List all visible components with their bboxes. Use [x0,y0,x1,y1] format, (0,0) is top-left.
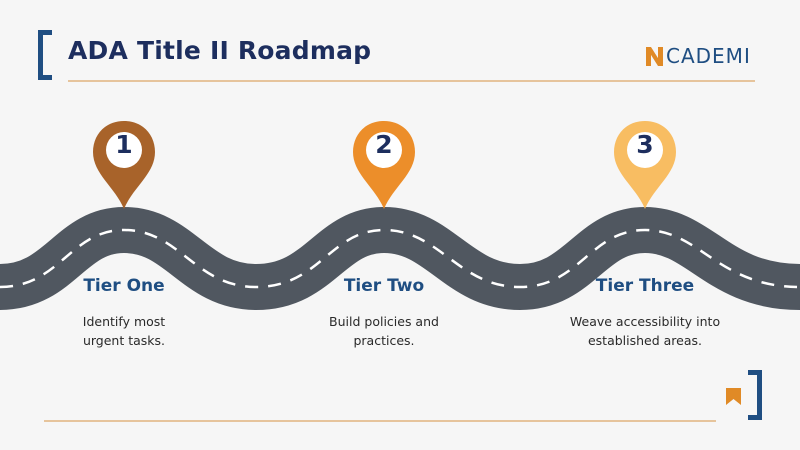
bookmark-icon [726,388,741,405]
tier-two-pin: 2 [351,119,417,211]
map-pin-icon [93,121,155,209]
map-pin-icon [353,121,415,209]
road-center-dashes [0,228,800,289]
right-bracket-decoration [748,370,762,420]
ncademi-logo: CADEMI [646,44,751,68]
n-mark-icon [646,46,663,66]
tier-one-description: Identify most urgent tasks. [24,312,224,350]
tier-three-description: Weave accessibility into established are… [545,312,745,350]
footer-divider [44,420,716,422]
description-line: established areas. [587,333,703,348]
logo-text: CADEMI [666,44,751,68]
tier-one-pin: 1 [91,119,157,211]
description-line: Build policies and [329,314,439,329]
tier-three-title: Tier Three [595,276,695,296]
tier-one-title: Tier One [83,276,165,296]
left-bracket-decoration [38,30,52,80]
tier-two-title: Tier Two [343,276,425,296]
header-divider [68,80,755,82]
tier-three-pin: 3 [612,119,678,211]
description-line: urgent tasks. [82,333,166,348]
description-line: Weave accessibility into [569,314,721,329]
description-line: practices. [353,333,415,348]
tier-number: 3 [636,130,654,159]
page-title: ADA Title II Roadmap [68,36,372,65]
tier-number: 1 [115,130,133,159]
description-line: Identify most [82,314,166,329]
tier-number: 2 [375,130,393,159]
map-pin-icon [614,121,676,209]
tier-two-description: Build policies and practices. [284,312,484,350]
